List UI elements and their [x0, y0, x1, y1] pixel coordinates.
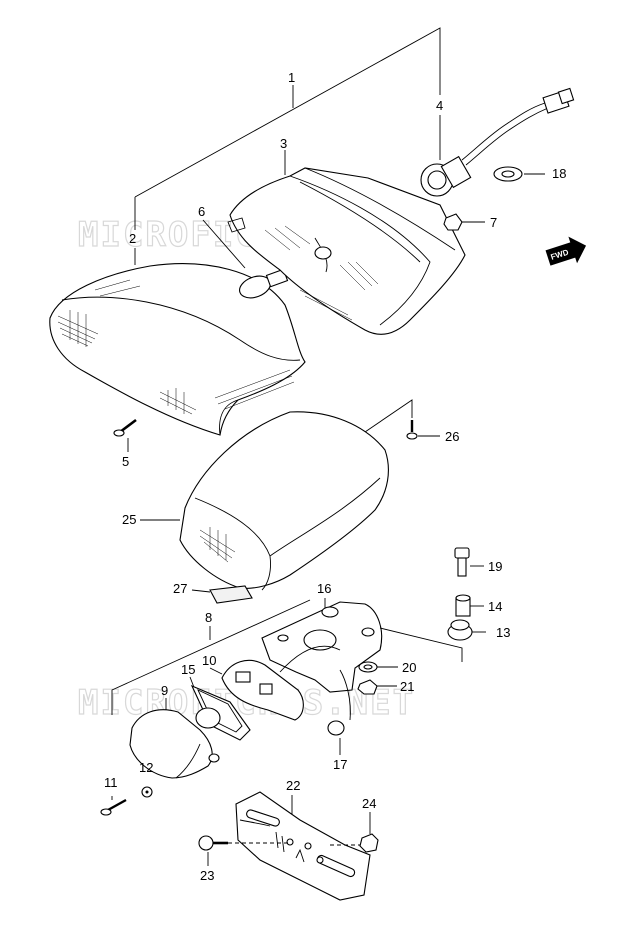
license-lamp-cover-part	[140, 411, 389, 591]
leader-assembly-1	[134, 27, 441, 198]
screw-5-part	[113, 418, 137, 452]
grommet-13-part	[447, 619, 486, 641]
callout-4: 4	[436, 98, 443, 113]
callout-19: 19	[488, 559, 502, 574]
collar-14-part	[455, 594, 484, 617]
callout-21: 21	[400, 679, 414, 694]
callout-6: 6	[198, 204, 205, 219]
bracket-16-part	[261, 598, 463, 721]
callout-16: 16	[317, 581, 331, 596]
lens-9-part	[129, 698, 220, 779]
callout-23: 23	[200, 868, 214, 883]
socket-harness-part	[420, 87, 575, 197]
callout-27: 27	[173, 581, 187, 596]
callout-12: 12	[139, 760, 153, 775]
callout-11: 11	[104, 775, 118, 790]
callout-17: 17	[333, 757, 347, 772]
bolt-23-part	[198, 835, 290, 866]
callout-2: 2	[129, 231, 136, 246]
callout-14: 14	[488, 599, 502, 614]
nut-7-part	[443, 213, 485, 231]
callout-3: 3	[280, 136, 287, 151]
screw-11-part	[100, 796, 127, 816]
callout-1: 1	[288, 70, 295, 85]
lamp-housing-part	[227, 150, 466, 335]
callout-24: 24	[362, 796, 376, 811]
callout-26: 26	[445, 429, 459, 444]
callout-15: 15	[181, 662, 195, 677]
callout-25: 25	[122, 512, 136, 527]
grommet-18-part	[493, 166, 545, 182]
lens-cover-part	[49, 263, 306, 436]
callout-22: 22	[286, 778, 300, 793]
washer-20-part	[358, 661, 398, 673]
washer-12-part	[141, 786, 153, 798]
callout-9: 9	[161, 683, 168, 698]
callout-18: 18	[552, 166, 566, 181]
callout-10: 10	[202, 653, 216, 668]
bulb-part	[202, 219, 289, 299]
fwd-arrow-icon: FWD	[545, 236, 587, 266]
bolt-19-part	[454, 547, 484, 577]
nut-21-part	[357, 679, 397, 695]
plate-bracket-22-part	[235, 791, 371, 901]
callout-8: 8	[205, 610, 212, 625]
leader-assembly-8	[111, 599, 311, 715]
grommet-17-part	[327, 720, 345, 755]
gasket-15-part	[189, 676, 251, 741]
nut-24-part	[330, 812, 379, 853]
callout-20: 20	[402, 660, 416, 675]
pad-27-part	[191, 585, 253, 604]
callout-5: 5	[122, 454, 129, 469]
socket-10-part	[209, 645, 341, 721]
callout-13: 13	[496, 625, 510, 640]
callout-7: 7	[490, 215, 497, 230]
screw-26-part	[364, 399, 440, 440]
